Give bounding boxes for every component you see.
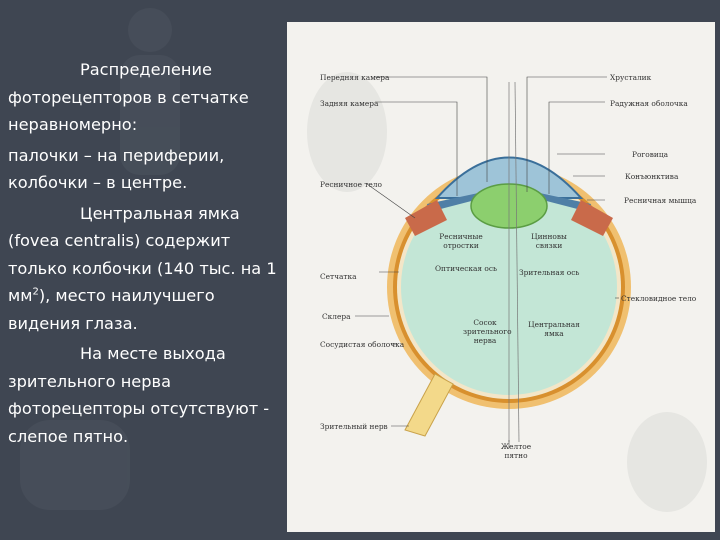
visual-axis-line — [514, 81, 520, 443]
paragraph-distribution-lead: Распределение — [80, 60, 212, 79]
paragraph-distribution-body: фоторецепторов в сетчатке неравномерно: — [8, 87, 249, 135]
label-nerve-head: Сосок зрительного нерва — [463, 318, 512, 345]
label-choroid: Сосудистая оболочка — [320, 340, 405, 349]
label-ciliary-processes: Ресничные отростки — [439, 232, 483, 250]
leader-lines — [355, 76, 619, 448]
label-vitreous: Стекловидное тело — [621, 294, 697, 303]
label-lens: Хрусталик — [610, 73, 652, 82]
paragraph-blind-spot: На месте выхода зрительного нерва фоторец… — [8, 340, 280, 450]
label-sclera: Склера — [322, 312, 351, 321]
iris-shape — [427, 192, 591, 212]
paragraph-blind-spot-lead: На месте выхода — [80, 344, 226, 363]
label-fovea: Центральная ямка — [528, 320, 580, 338]
paragraph-fovea-lead: Центральная ямка — [80, 203, 240, 223]
paragraph-fovea-end: ), место наилучшего видения глаза. — [8, 286, 215, 333]
label-ciliary-body: Ресничное тело — [320, 180, 382, 189]
eye-cross-section — [307, 72, 707, 512]
label-optic-nerve: Зрительный нерв — [320, 422, 388, 431]
optic-nerve-shape — [404, 373, 454, 437]
paragraph-fovea-body: (fovea centralis) содержит только колбоч… — [8, 231, 277, 305]
paragraph-distribution: Распределение фоторецепторов в сетчатке н… — [8, 56, 280, 139]
label-posterior-chamber: Задняя камера — [320, 99, 379, 108]
label-optical-axis: Оптическая ось — [435, 264, 498, 273]
eye-diagram: Передняя камера Задняя камера Хрусталик … — [287, 22, 715, 532]
label-macula: Желтое пятно — [500, 442, 532, 460]
label-iris: Радужная оболочка — [610, 99, 688, 108]
paragraph-fovea: Центральная ямка (fovea centralis) содерж… — [8, 200, 280, 338]
label-ciliary-muscle: Ресничная мышца — [624, 196, 697, 205]
paragraph-rods-cones: палочки – на периферии, колбочки – в цен… — [8, 145, 225, 193]
description-text: Распределение фоторецепторов в сетчатке н… — [8, 56, 280, 453]
label-retina: Сетчатка — [320, 272, 357, 281]
label-conjunctiva: Конъюнктива — [625, 172, 679, 181]
label-zonule: Цинновы связки — [531, 232, 567, 250]
figure-bg-shapes — [307, 72, 707, 512]
label-anterior-chamber: Передняя камера — [320, 73, 390, 82]
paragraph-blind-spot-body: зрительного нерва фоторецепторы отсутств… — [8, 371, 270, 446]
label-cornea: Роговица — [632, 150, 668, 159]
label-visual-axis: Зрительная ось — [519, 268, 580, 277]
superscript-2: 2 — [32, 286, 39, 298]
